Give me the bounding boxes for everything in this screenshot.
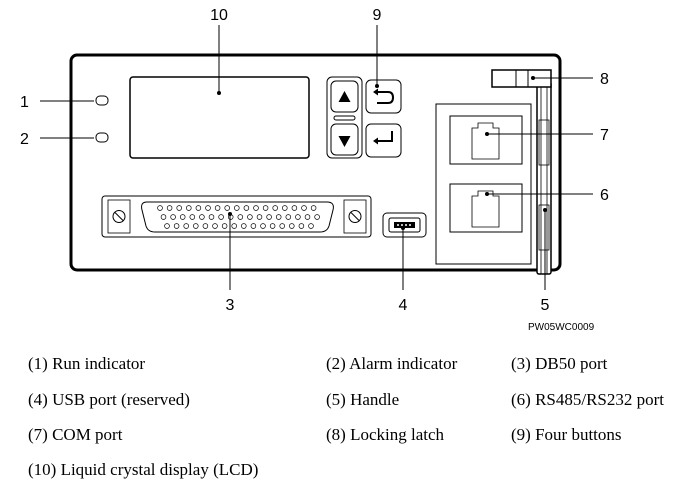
db50-pin — [189, 214, 196, 220]
leader-lines — [40, 25, 593, 290]
db50-pin — [279, 223, 285, 229]
db50-pin — [282, 205, 288, 211]
db50-pin — [164, 223, 170, 229]
db50-pin — [298, 223, 305, 229]
db50-pin — [199, 214, 205, 220]
db50-pin — [275, 214, 282, 220]
db50-pin — [176, 205, 182, 211]
db50-pin — [272, 205, 278, 211]
callout-7: 7 — [600, 127, 609, 144]
leader-dots — [217, 76, 547, 230]
db50-pin — [301, 205, 307, 211]
legend-item-7: (7) COM port — [28, 425, 123, 444]
figure-id: PW05WC0009 — [528, 322, 595, 333]
up-triangle-icon — [338, 91, 351, 102]
db50-pin — [250, 223, 257, 229]
db50-pin — [310, 205, 317, 211]
usb-port — [382, 212, 427, 238]
back-button — [365, 79, 402, 114]
alarm-indicator — [95, 132, 109, 143]
legend-item-8: (8) Locking latch — [326, 425, 445, 444]
db50-pin — [179, 214, 186, 220]
db50-pin — [237, 214, 244, 220]
db50-pin — [183, 223, 189, 229]
callout-9: 9 — [373, 7, 382, 24]
db50-pin — [266, 214, 272, 220]
db50-pin — [241, 223, 247, 229]
callout-4: 4 — [399, 297, 408, 314]
db50-pin — [195, 205, 202, 211]
db50-pin — [186, 205, 192, 211]
legend-item-4: (4) USB port (reserved) — [28, 390, 190, 409]
db50-pin — [170, 214, 176, 220]
legend-item-3: (3) DB50 port — [511, 354, 608, 373]
callout-10: 10 — [210, 7, 228, 24]
enter-arrow-icon — [373, 131, 393, 145]
db50-pin — [314, 214, 320, 220]
callout-1: 1 — [20, 94, 29, 111]
db50-pin — [218, 214, 224, 220]
db50-pin — [234, 205, 240, 211]
legend-item-9: (9) Four buttons — [511, 425, 622, 444]
db50-pin — [202, 223, 209, 229]
db50-pin — [308, 223, 314, 229]
db50-pin — [291, 205, 298, 211]
run-indicator — [95, 95, 109, 106]
callout-5: 5 — [541, 297, 550, 314]
db50-pin — [214, 205, 221, 211]
db50-pin — [166, 205, 173, 211]
db50-pin — [231, 223, 237, 229]
db50-pin — [253, 205, 259, 211]
back-arrow-icon — [373, 88, 395, 104]
front-panel-diagram: 1 2 3 4 5 6 7 8 9 10 PW05WC0009 — [20, 7, 609, 333]
db50-port — [101, 195, 372, 238]
db50-pin — [295, 214, 301, 220]
db50-pin — [262, 205, 269, 211]
db50-pin — [224, 205, 230, 211]
rs485-rs232-port — [449, 183, 523, 233]
legend-item-2: (2) Alarm indicator — [326, 354, 458, 373]
db50-pin — [221, 223, 228, 229]
db50-pin — [212, 223, 218, 229]
db50-pin — [193, 223, 199, 229]
callout-2: 2 — [20, 131, 29, 148]
db50-pin — [285, 214, 292, 220]
callout-6: 6 — [600, 187, 609, 204]
callout-3: 3 — [226, 297, 235, 314]
db50-pin — [289, 223, 295, 229]
db50-pin — [243, 205, 250, 211]
db50-pin — [160, 214, 167, 220]
db50-pin — [173, 223, 180, 229]
db50-pin — [304, 214, 311, 220]
down-triangle-icon — [338, 136, 351, 147]
db50-pin — [205, 205, 211, 211]
button-divider — [333, 115, 356, 121]
handle — [536, 81, 552, 275]
db50-pin — [256, 214, 263, 220]
db50-pin — [157, 205, 163, 211]
db50-pin — [260, 223, 266, 229]
legend-item-5: (5) Handle — [326, 390, 400, 409]
legend-item-1: (1) Run indicator — [28, 354, 146, 373]
legend-item-10: (10) Liquid crystal display (LCD) — [28, 460, 259, 479]
db50-pin — [269, 223, 276, 229]
com-port — [449, 115, 523, 165]
db50-pin — [247, 214, 253, 220]
callout-8: 8 — [600, 71, 609, 88]
legend-item-6: (6) RS485/RS232 port — [511, 390, 665, 409]
db50-pin — [208, 214, 215, 220]
